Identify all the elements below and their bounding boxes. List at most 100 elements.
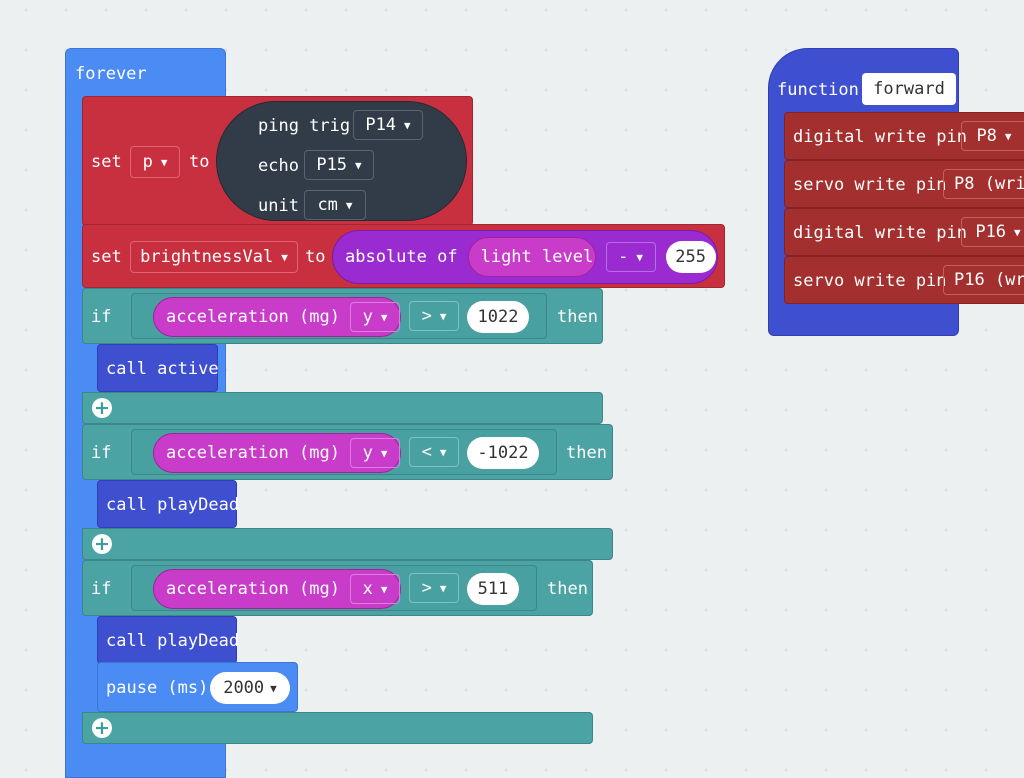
servo-write-pin-block[interactable]: servo write pin P16 (wr xyxy=(784,256,1024,304)
plus-circle-icon[interactable]: + xyxy=(92,534,112,554)
operator-value: - xyxy=(618,247,629,267)
caret-down-icon: ▼ xyxy=(281,250,288,264)
function-name-input[interactable]: forward xyxy=(862,73,956,105)
acceleration-block[interactable]: acceleration (mg) x▼ xyxy=(153,569,401,609)
then-label: then xyxy=(557,307,598,327)
caret-down-icon: ▼ xyxy=(380,310,388,324)
to-label: to xyxy=(189,152,210,172)
pause-duration-value: 2000 xyxy=(223,678,265,698)
caret-down-icon: ▼ xyxy=(439,581,447,595)
light-level-block[interactable]: light level xyxy=(467,237,596,277)
call-playdead-block[interactable]: call playDead xyxy=(97,616,240,664)
number-input[interactable]: 511 xyxy=(467,573,519,605)
comparison-operator-dropdown[interactable]: >▼ xyxy=(409,573,459,603)
call-label: call playDead xyxy=(106,495,240,515)
function-label: function xyxy=(777,80,859,100)
forever-label: forever xyxy=(75,64,147,84)
trig-pin-value: P14 xyxy=(365,115,397,135)
servo-write-label: servo write pin xyxy=(793,271,947,291)
variable-name: p xyxy=(142,152,153,172)
if-block-3[interactable]: if acceleration (mg) x▼ >▼ 511 then xyxy=(82,560,593,616)
caret-down-icon: ▼ xyxy=(355,158,362,172)
caret-down-icon: ▼ xyxy=(439,445,447,459)
axis-value: y xyxy=(362,307,373,327)
if-block-3-bottom: + xyxy=(82,712,593,744)
if-label: if xyxy=(91,443,112,463)
if-block-2[interactable]: if acceleration (mg) y▼ <▼ -1022 then xyxy=(82,424,613,480)
number-input[interactable]: 255 xyxy=(665,241,716,273)
caret-down-icon: ▼ xyxy=(345,198,353,212)
unit-label: unit xyxy=(258,196,299,216)
acceleration-label: acceleration (mg) xyxy=(166,307,340,327)
digital-write-label: digital write pin xyxy=(793,223,967,243)
minus-operator-dropdown[interactable]: -▼ xyxy=(605,242,656,272)
caret-down-icon: ▼ xyxy=(380,582,388,596)
acceleration-block[interactable]: acceleration (mg) y▼ xyxy=(153,297,401,337)
pin-dropdown[interactable]: P8 (wri xyxy=(943,169,1024,199)
pin-dropdown[interactable]: P16 (wr xyxy=(943,265,1024,295)
light-level-label: light level xyxy=(480,247,594,267)
set-label: set xyxy=(91,152,122,172)
if-block-2-bottom: + xyxy=(82,528,613,560)
axis-dropdown[interactable]: x▼ xyxy=(350,574,400,604)
set-label: set xyxy=(91,247,122,267)
then-label: then xyxy=(547,579,588,599)
if-block-1[interactable]: if acceleration (mg) y▼ >▼ 1022 then xyxy=(82,288,603,344)
digital-write-pin-block[interactable]: digital write pin P16▼ xyxy=(784,208,1024,256)
axis-dropdown[interactable]: y▼ xyxy=(350,438,400,468)
digital-write-pin-block[interactable]: digital write pin P8 ▼ xyxy=(784,112,1024,160)
axis-value: x xyxy=(362,579,373,599)
acceleration-block[interactable]: acceleration (mg) y▼ xyxy=(153,433,401,473)
unit-value: cm xyxy=(317,195,338,215)
if-block-1-bottom: + xyxy=(82,392,603,424)
number-input[interactable]: -1022 xyxy=(467,437,539,469)
unit-dropdown[interactable]: cm ▼ xyxy=(304,190,366,220)
echo-label: echo xyxy=(258,156,299,176)
caret-down-icon: ▼ xyxy=(380,446,388,460)
absolute-of-block[interactable]: absolute of light level -▼ 255 xyxy=(332,230,718,284)
servo-write-pin-block[interactable]: servo write pin P8 (wri xyxy=(784,160,1024,208)
plus-circle-icon[interactable]: + xyxy=(92,398,112,418)
number-input[interactable]: 1022 xyxy=(467,301,529,333)
then-label: then xyxy=(566,443,607,463)
pin-value: P8 xyxy=(976,126,997,146)
caret-down-icon: ▼ xyxy=(636,250,644,264)
caret-down-icon: ▼ xyxy=(270,681,277,695)
ping-block[interactable]: ping trig P14 ▼ echo P15 ▼ unit cm ▼ xyxy=(216,101,467,221)
set-brightness-block[interactable]: set brightnessVal▼ to absolute of light … xyxy=(82,224,725,288)
digital-write-label: digital write pin xyxy=(793,127,967,147)
call-playdead-block[interactable]: call playDead xyxy=(97,480,240,528)
trig-pin-dropdown[interactable]: P14 ▼ xyxy=(353,110,423,140)
acceleration-label: acceleration (mg) xyxy=(166,443,340,463)
comparison-operator-dropdown[interactable]: >▼ xyxy=(409,301,459,331)
comparison-operator-dropdown[interactable]: <▼ xyxy=(409,437,459,467)
pin-value: P16 (wr xyxy=(954,270,1024,290)
operator-value: > xyxy=(421,306,432,326)
caret-down-icon: ▼ xyxy=(404,118,411,132)
axis-dropdown[interactable]: y▼ xyxy=(350,302,400,332)
pin-value: P8 (wri xyxy=(954,174,1024,194)
caret-down-icon: ▼ xyxy=(1014,225,1021,239)
servo-write-label: servo write pin xyxy=(793,175,947,195)
operator-value: < xyxy=(421,442,432,462)
set-p-block[interactable]: set p▼ to ping trig P14▼ echo P15▼ unit … xyxy=(82,96,473,226)
variable-dropdown-p[interactable]: p▼ xyxy=(130,146,180,178)
call-label: call playDead xyxy=(106,631,240,651)
pin-dropdown[interactable]: P8 ▼ xyxy=(961,121,1024,151)
pin-dropdown[interactable]: P16▼ xyxy=(961,217,1024,247)
echo-pin-dropdown[interactable]: P15 ▼ xyxy=(304,150,374,180)
axis-value: y xyxy=(362,443,373,463)
plus-circle-icon[interactable]: + xyxy=(92,718,112,738)
caret-down-icon: ▼ xyxy=(439,309,447,323)
operator-value: > xyxy=(421,578,432,598)
echo-pin-value: P15 xyxy=(316,155,348,175)
variable-dropdown-brightnessval[interactable]: brightnessVal▼ xyxy=(130,241,298,273)
call-active-block[interactable]: call active xyxy=(97,344,219,392)
pause-label: pause (ms) xyxy=(106,678,209,698)
pause-duration-dropdown[interactable]: 2000 ▼ xyxy=(210,672,290,704)
if-label: if xyxy=(91,307,112,327)
caret-down-icon: ▼ xyxy=(1004,129,1012,143)
ping-trig-label: ping trig xyxy=(258,116,351,136)
pause-block[interactable]: pause (ms) 2000 ▼ xyxy=(97,662,298,712)
caret-down-icon: ▼ xyxy=(160,155,168,169)
